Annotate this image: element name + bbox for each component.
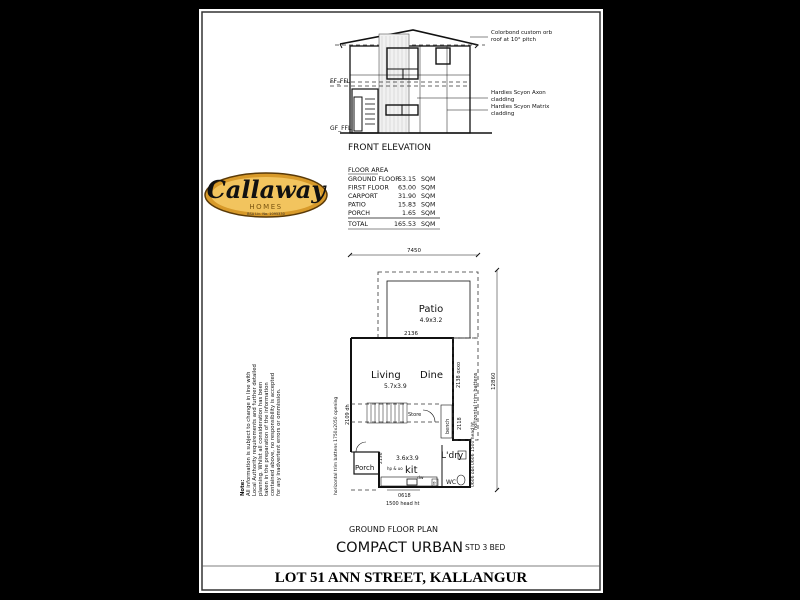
plan-text: horizontal trim battens: [473, 372, 479, 430]
plan-text: SQM: [421, 176, 435, 183]
plan-text: PORCH: [348, 210, 370, 217]
plan-text: 2109 dh: [345, 404, 351, 425]
paper-border: [201, 11, 601, 591]
plan-text: bench: [445, 419, 451, 434]
plan-text: Local Authority requirements and further…: [252, 364, 258, 496]
plan-text: 63.00: [398, 185, 416, 192]
callaway-logo: Callaway HOMES BSA Lic. No. 1095330: [204, 172, 328, 218]
floor-area-heading: FLOOR AREA: [348, 167, 389, 174]
plan-text: SQM: [421, 193, 435, 200]
ff-ffl-label: FF_FFL: [330, 78, 351, 85]
plan-text: All information is subject to change in …: [246, 372, 252, 496]
bench: [440, 404, 453, 439]
plan-text: 2138 oxxo: [456, 362, 462, 388]
plan-label: GROUND FLOOR PLAN: [349, 525, 438, 534]
dine-label: Dine: [420, 370, 443, 381]
patio-size: 4.9x3.2: [420, 317, 443, 324]
table-row: PATIO 15.83 SQM: [348, 202, 435, 209]
plan-text: hp & uo: [387, 466, 403, 471]
svg-text:Callaway: Callaway: [207, 175, 328, 204]
plan-text: for any inadvertent errors or ommission.: [276, 388, 282, 496]
kitchen-bench: [380, 476, 438, 487]
plan-text: taken in the preparation of the informat…: [264, 382, 270, 496]
plan-text: 53.15: [398, 176, 416, 183]
plan-text: 2118: [457, 417, 463, 430]
table-row: CARPORT 31.90 SQM: [348, 193, 435, 200]
plan-text: Note:: [240, 480, 246, 496]
svg-text:HOMES: HOMES: [249, 203, 282, 211]
plan-text: 1500 head ht: [386, 501, 420, 507]
plan-text: 0606 obs: [470, 466, 476, 487]
patio-label: Patio: [419, 304, 444, 315]
living-label: Living: [371, 370, 401, 381]
kitchen-size: 3.6x3.9: [396, 455, 419, 462]
table-row: PORCH 1.65 SQM: [348, 210, 435, 217]
plan-text: 0606 1500 head ht: [470, 422, 476, 465]
store-label: Store: [408, 412, 421, 418]
cladding-note-1: Hardies Scyon Axon: [491, 90, 546, 96]
plan-text: 15.83: [398, 202, 416, 209]
wc-label: WC: [446, 479, 456, 486]
length-dimension: 12860: [491, 372, 497, 390]
plan-text: PATIO: [348, 202, 366, 209]
patio-door-dim: 2136: [404, 331, 418, 337]
address: LOT 51 ANN STREET, KALLANGUR: [275, 570, 528, 586]
plan-text: FIRST FLOOR: [348, 185, 390, 192]
front-elevation: FF_FFL GF_FFL Colorbond custom orb roof …: [330, 29, 553, 153]
roof-line: [339, 29, 479, 46]
cladding-note-1b: cladding: [491, 97, 514, 103]
plan-text: GROUND FLOOR: [348, 176, 400, 183]
table-row: FIRST FLOOR 63.00 SQM: [348, 185, 435, 192]
toilet-icon: [456, 474, 466, 486]
plan-text: planning. Whilst all consideration has b…: [258, 382, 264, 496]
plan-text: 1.65: [402, 210, 416, 217]
gf-ffl-label: GF_FFL: [330, 125, 352, 132]
sink-icon: [406, 478, 418, 486]
cladding-note-2b: cladding: [491, 111, 514, 117]
design-variant: STD 3 BED: [465, 543, 506, 552]
cladding-note-2: Hardies Scyon Matrix: [491, 104, 550, 110]
design-name: COMPACT URBAN: [336, 540, 463, 556]
plan-text: SQM: [421, 210, 435, 217]
roof-note: Colorbond custom orb: [491, 30, 553, 36]
plan-text: horizontal trim battens 1750x2050 openin…: [333, 397, 339, 495]
plan-text: SQM: [421, 185, 435, 192]
ground-floor-plan: 7450 Patio 4.9x3.2 2136 Store bench 2118…: [333, 248, 500, 507]
roof-note-2: roof at 10° pitch: [491, 37, 537, 43]
width-dimension: 7450: [407, 248, 421, 254]
svg-text:BSA Lic. No. 1095330: BSA Lic. No. 1095330: [247, 212, 285, 216]
porch-label: Porch: [355, 464, 374, 472]
plan-text: SQM: [421, 202, 435, 209]
kitchen-label: kit: [405, 465, 418, 476]
living-size: 5.7x3.9: [384, 383, 407, 390]
plan-text: 165.53: [394, 221, 416, 228]
table-total-row: TOTAL 165.53 SQM: [347, 221, 435, 228]
plan-text: CARPORT: [348, 193, 378, 200]
elevation-title: FRONT ELEVATION: [348, 143, 431, 153]
title-block: GROUND FLOOR PLAN COMPACT URBAN STD 3 BE…: [202, 525, 600, 586]
plan-text: 31.90: [398, 193, 416, 200]
plan-text: 2136: [378, 452, 384, 464]
plan-text: fr: [433, 481, 436, 486]
plan-text: SQM: [421, 221, 435, 228]
front-window-dim: 0618: [398, 493, 411, 499]
plan-text: contained above, no responsibility is ac…: [270, 373, 276, 496]
plan-text: dw: [417, 475, 424, 481]
disclaimer-note: Note: All information is subject to chan…: [240, 364, 282, 496]
porch: [353, 451, 380, 475]
upper-small-window: [435, 47, 451, 65]
plan-text: TOTAL: [347, 221, 368, 228]
laundry-label: L'dry: [441, 451, 464, 461]
